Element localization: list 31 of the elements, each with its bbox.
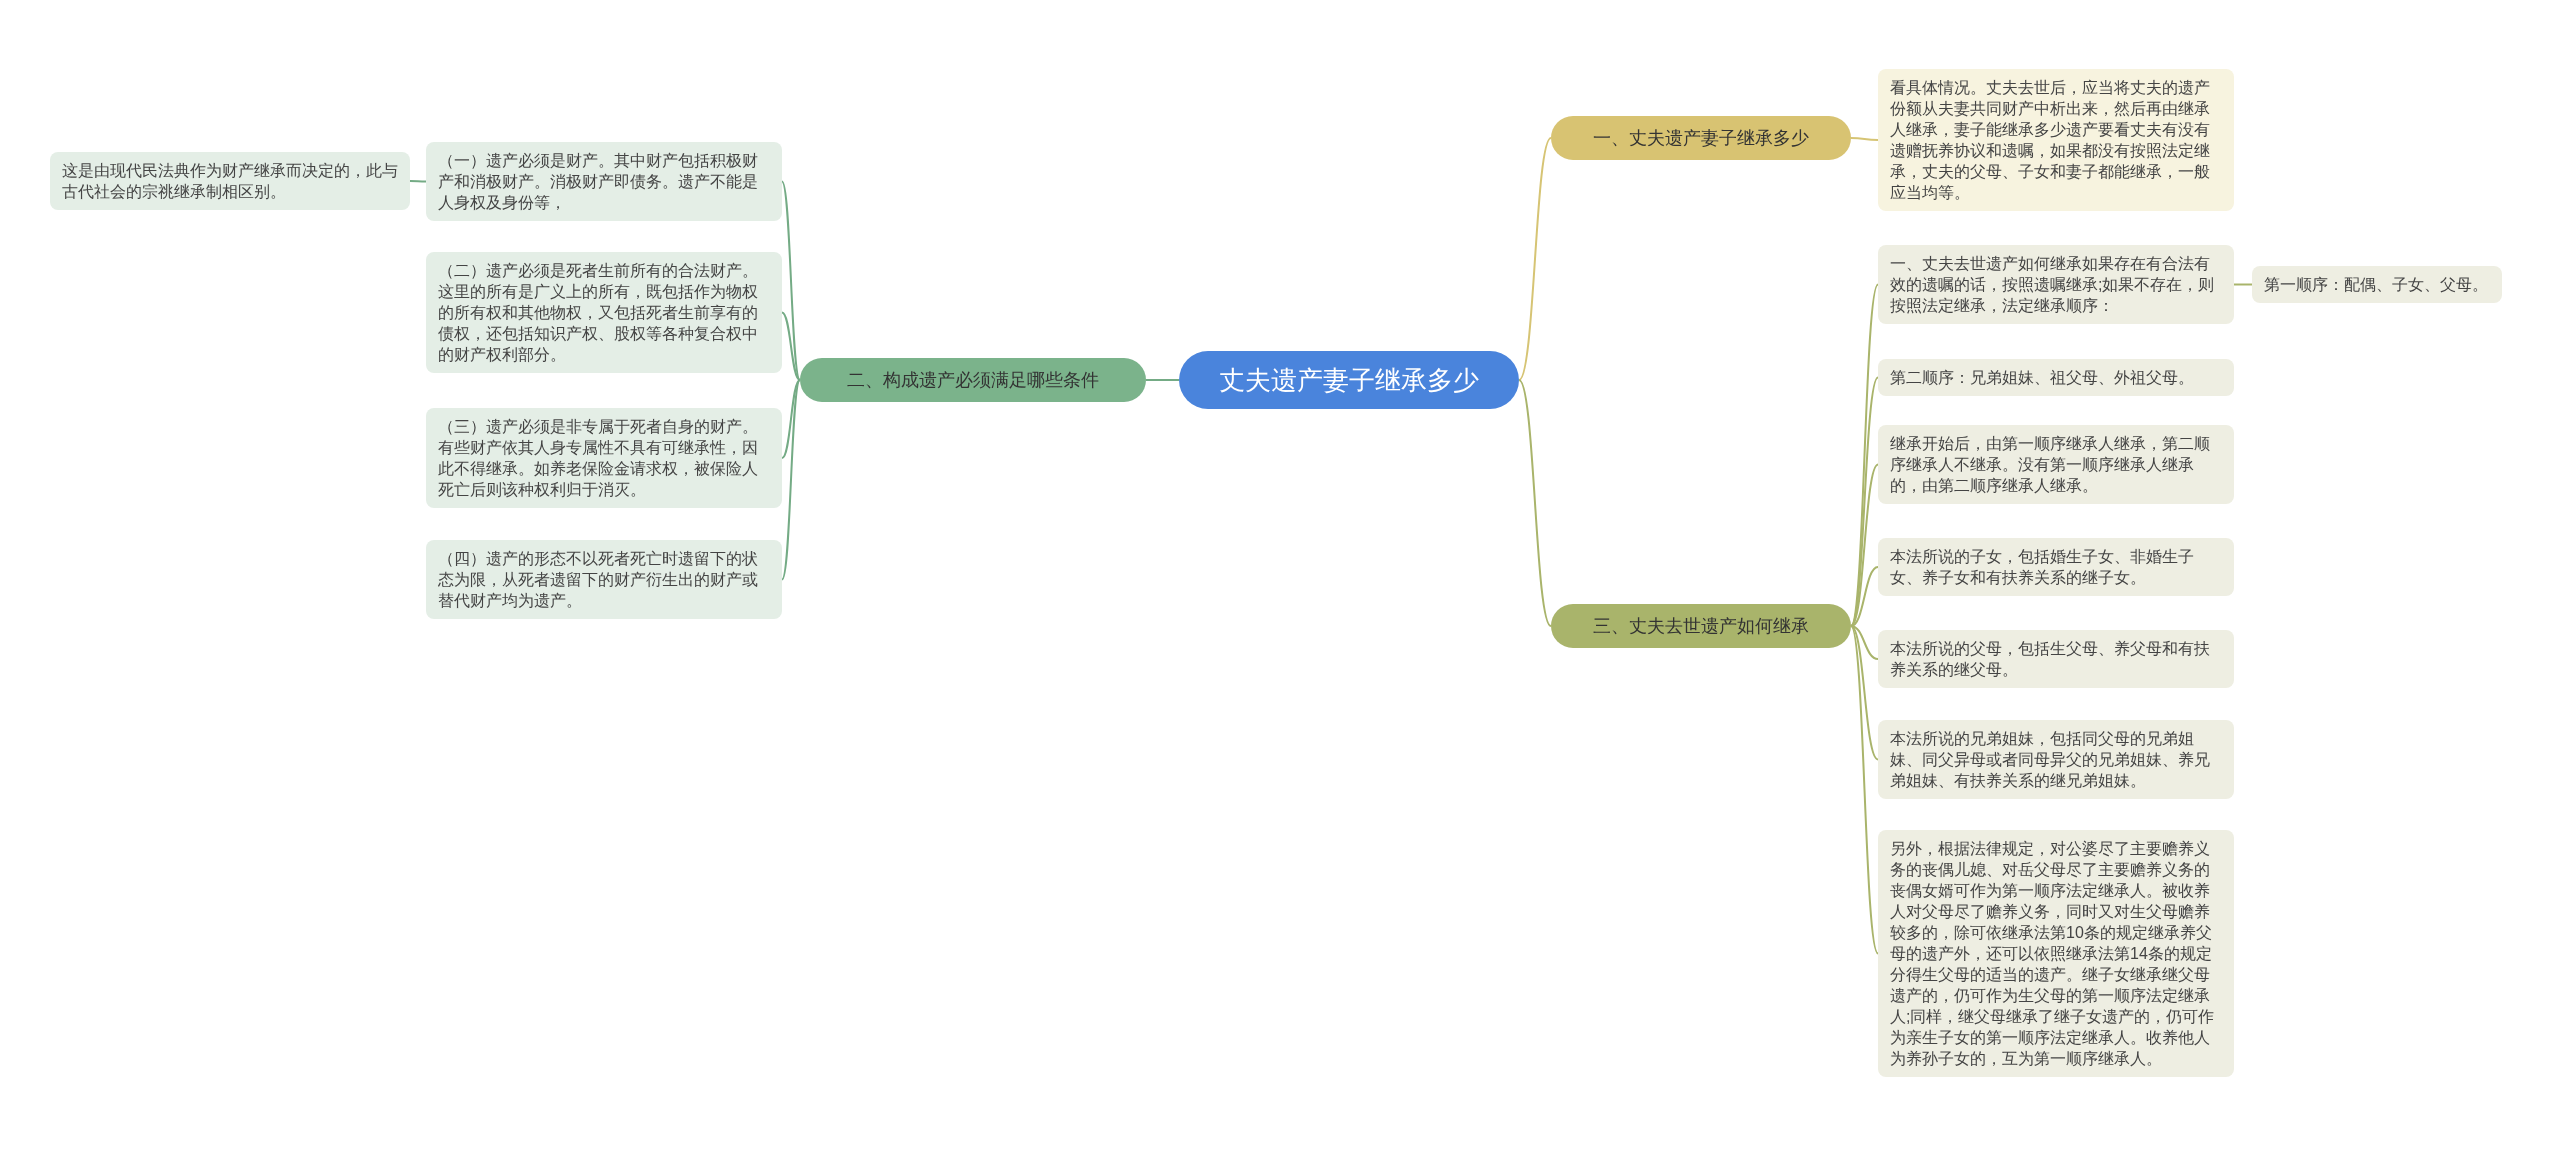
connector-line [781, 180, 801, 381]
root-topic: 丈夫遗产妻子继承多少 [1179, 351, 1519, 409]
note-card: 本法所说的兄弟姐妹，包括同父母的兄弟姐妹、同父异母或者同母异父的兄弟姐妹、养兄弟姐妹、有扶养关系的继兄弟姐妹。 [1878, 720, 2234, 799]
note-card: 看具体情况。丈夫去世后，应当将丈夫的遗产份额从夫妻共同财产中析出来，然后再由继承人继承，妻子能继承多少遗产要看丈夫有没有遗赠抚养协议和遗嘱，如果都没有按照法定继承，丈夫的父母、子女和妻子都能继承，一般应当均等。 [1878, 69, 2234, 211]
branch-topic: 二、构成遗产必须满足哪些条件 [800, 358, 1146, 402]
note-card: 本法所说的父母，包括生父母、养父母和有扶养关系的继父母。 [1878, 630, 2234, 688]
connector-line [1850, 137, 1879, 141]
note-card: 本法所说的子女，包括婚生子女、非婚生子女、养子女和有扶养关系的继子女。 [1878, 538, 2234, 596]
branch-topic: 一、丈夫遗产妻子继承多少 [1551, 116, 1851, 160]
connector-line [2233, 283, 2253, 286]
connector-line [1518, 379, 1552, 627]
note-card: 这是由现代民法典作为财产继承而决定的，此与古代社会的宗祧继承制相区别。 [50, 152, 410, 210]
note-card: （四）遗产的形态不以死者死亡时遗留下的状态为限，从死者遗留下的财产衍生出的财产或替代财产均为遗产。 [426, 540, 782, 619]
connector-line [781, 379, 801, 459]
connector-line [1850, 625, 1879, 660]
connector-line [1850, 566, 1879, 627]
note-card: （一）遗产必须是财产。其中财产包括积极财产和消极财产。消极财产即债务。遗产不能是人身权及身份等， [426, 142, 782, 221]
connector-line [1518, 137, 1552, 381]
note-card: （二）遗产必须是死者生前所有的合法财产。这里的所有是广义上的所有，既包括作为物权的所有权和其他物权，又包括死者生前享有的债权，还包括知识产权、股权等各种复合权中的财产权利部分。 [426, 252, 782, 373]
note-card: 另外，根据法律规定，对公婆尽了主要赡养义务的丧偶儿媳、对岳父母尽了主要赡养义务的丧偶女婿可作为第一顺序法定继承人。被收养人对父母尽了赡养义务，同时又对生父母赡养较多的，除可依继承法第10条的规定继承养父母的遗产外，还可以依照继承法第14条的规定分得生父母的适当的遗产。继子女继承继父母遗产的，仍可作为生父母的第一顺序法定继承人;同样，继父母继承了继子女遗产的，仍可作为亲生子女的第一顺序法定继承人。收养他人为养孙子女的，互为第一顺序继承人。 [1878, 830, 2234, 1077]
connector-line [1850, 625, 1879, 761]
branch-topic: 三、丈夫去世遗产如何继承 [1551, 604, 1851, 648]
note-card: （三）遗产必须是非专属于死者自身的财产。有些财产依其人身专属性不具有可继承性，因此不得继承。如养老保险金请求权，被保险人死亡后则该种权利归于消灭。 [426, 408, 782, 508]
connector-line [409, 180, 427, 183]
connector-line [781, 379, 801, 581]
note-card: 第一顺序：配偶、子女、父母。 [2252, 266, 2502, 303]
note-card: 一、丈夫去世遗产如何继承如果存在有合法有效的遗嘱的话，按照遗嘱继承;如果不存在，则按照法定继承，法定继承顺序： [1878, 245, 2234, 324]
connector-line [781, 311, 801, 381]
note-card: 第二顺序：兄弟姐妹、祖父母、外祖父母。 [1878, 359, 2234, 396]
connector-line [1145, 379, 1180, 381]
note-card: 继承开始后，由第一顺序继承人继承，第二顺序继承人不继承。没有第一顺序继承人继承的，由第二顺序继承人继承。 [1878, 425, 2234, 504]
